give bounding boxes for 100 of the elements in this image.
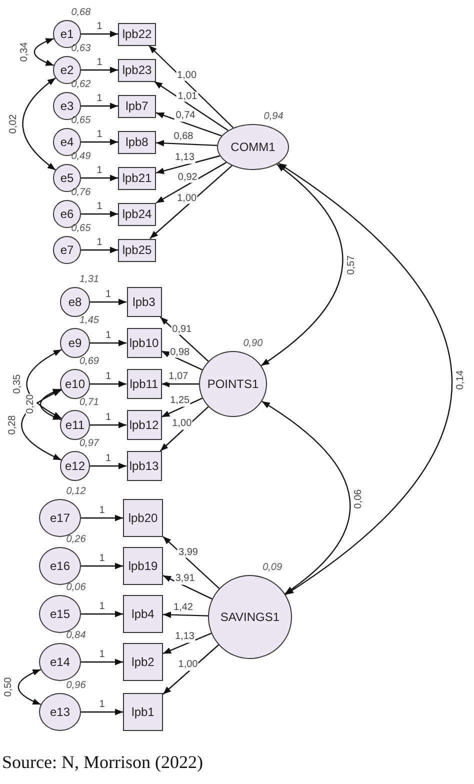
edge-label: 1,00 (176, 70, 198, 81)
error-circle: e8 (60, 287, 90, 317)
error-circle: e10 (60, 369, 90, 399)
indicator-box: lpb13 (126, 451, 162, 481)
indicator-box: lpb8 (118, 130, 156, 154)
edge-label: 0,14 (456, 370, 466, 392)
path-arrow (162, 380, 199, 388)
indicator-box: lpb3 (126, 287, 162, 317)
path-arrow (81, 210, 118, 218)
path-arrow (81, 246, 118, 254)
edge-label: 0,20 (26, 393, 37, 415)
error-circle: e11 (60, 410, 90, 440)
covariance-arrow (278, 162, 453, 596)
path-arrow (81, 658, 123, 666)
path-arrow (156, 155, 220, 174)
error-circle: e12 (60, 451, 90, 481)
covariance-arrow (262, 400, 350, 594)
variance-label: 0,06 (66, 583, 86, 593)
path-arrow (162, 536, 220, 589)
indicator-box: lpb7 (118, 94, 156, 118)
edge-label: 1,00 (171, 418, 193, 430)
edge-label: 0,34 (20, 41, 31, 63)
error-circle: e13 (39, 693, 81, 731)
path-arrow (81, 562, 123, 570)
variance-label: 0,90 (243, 339, 263, 349)
latent-circle: POINTS1 (199, 351, 267, 417)
variance-label: 0,12 (66, 487, 86, 497)
path-arrow (90, 462, 126, 470)
error-circle: e9 (60, 328, 90, 358)
edge-label: 0,50 (4, 676, 15, 698)
edge-label: 0,02 (8, 113, 20, 135)
edge-label: 1,25 (169, 396, 191, 407)
path-arrow (81, 102, 118, 110)
covariance-arrow (21, 390, 62, 460)
indicator-box: lpb21 (118, 166, 156, 190)
indicator-box: lpb12 (126, 410, 162, 440)
indicator-box: lpb25 (118, 238, 156, 262)
covariance-arrow (18, 668, 41, 706)
edge-label: 1,00 (176, 193, 198, 204)
path-arrow (161, 350, 203, 370)
edge-label: 0,74 (174, 110, 196, 122)
variance-label: 0,84 (66, 631, 86, 641)
edge-label: 0,92 (176, 172, 198, 183)
edge-label: 0,06 (353, 488, 364, 510)
path-arrow (156, 112, 222, 136)
path-arrow (148, 45, 234, 128)
edge-label: 0,35 (12, 373, 24, 395)
path-arrow (154, 81, 228, 131)
path-arrow (90, 380, 126, 388)
edge-label: 0,68 (172, 132, 194, 142)
variance-label: 0,96 (66, 681, 86, 691)
path-arrow (90, 340, 126, 346)
indicator-box: lpb23 (118, 58, 156, 82)
latent-circle: SAVINGS1 (208, 575, 292, 659)
path-arrow (161, 398, 203, 418)
indicator-box: lpb4 (123, 595, 163, 633)
path-arrow (162, 612, 208, 618)
edge-label: 1,07 (168, 372, 190, 382)
indicator-box: lpb19 (123, 547, 163, 585)
path-arrow (150, 165, 232, 239)
variance-label: 0,97 (80, 439, 99, 449)
variance-label: 1,45 (80, 316, 99, 326)
indicator-box: lpb24 (118, 202, 156, 226)
path-arrow (162, 575, 212, 600)
variance-label: 1,31 (80, 275, 99, 285)
indicator-box: lpb10 (126, 328, 162, 358)
source-caption: Source: N, Morrison (2022) (2, 752, 203, 773)
indicator-box: lpb20 (123, 499, 163, 537)
path-arrow (81, 66, 118, 74)
path-arrow (90, 298, 126, 306)
path-arrow (81, 30, 118, 38)
covariance-arrow (22, 78, 56, 170)
variance-label: 0,68 (71, 8, 91, 18)
path-arrow (81, 514, 123, 522)
edge-label: 1,01 (176, 91, 198, 102)
edge-label: 1,13 (174, 153, 196, 164)
edge-label: 3,99 (178, 548, 199, 558)
path-arrow (160, 406, 209, 452)
edge-label: 0,98 (169, 347, 191, 358)
path-arrow (162, 644, 219, 695)
edge-label: 1,00 (177, 660, 199, 670)
indicator-box: lpb1 (123, 693, 163, 731)
path-arrow (156, 162, 227, 204)
edge-label: 1,13 (174, 632, 196, 643)
edge-label: 0,57 (346, 254, 357, 276)
variance-label: 0,09 (262, 563, 282, 573)
edge-label: 1,42 (172, 602, 194, 614)
path-arrow (81, 138, 118, 146)
edge-label: 3,91 (174, 574, 196, 584)
error-circle: e14 (39, 643, 81, 681)
path-arrow (156, 140, 218, 146)
path-arrow (162, 632, 212, 654)
indicator-box: lpb11 (126, 369, 162, 399)
variance-label: 0,94 (264, 112, 284, 122)
covariance-arrow (40, 388, 62, 420)
covariance-arrow (34, 38, 54, 66)
path-arrow (160, 316, 209, 362)
variance-label: 0,69 (80, 357, 99, 367)
edge-label: 0,28 (7, 414, 18, 436)
latent-ellipse: COMM1 (217, 124, 289, 170)
